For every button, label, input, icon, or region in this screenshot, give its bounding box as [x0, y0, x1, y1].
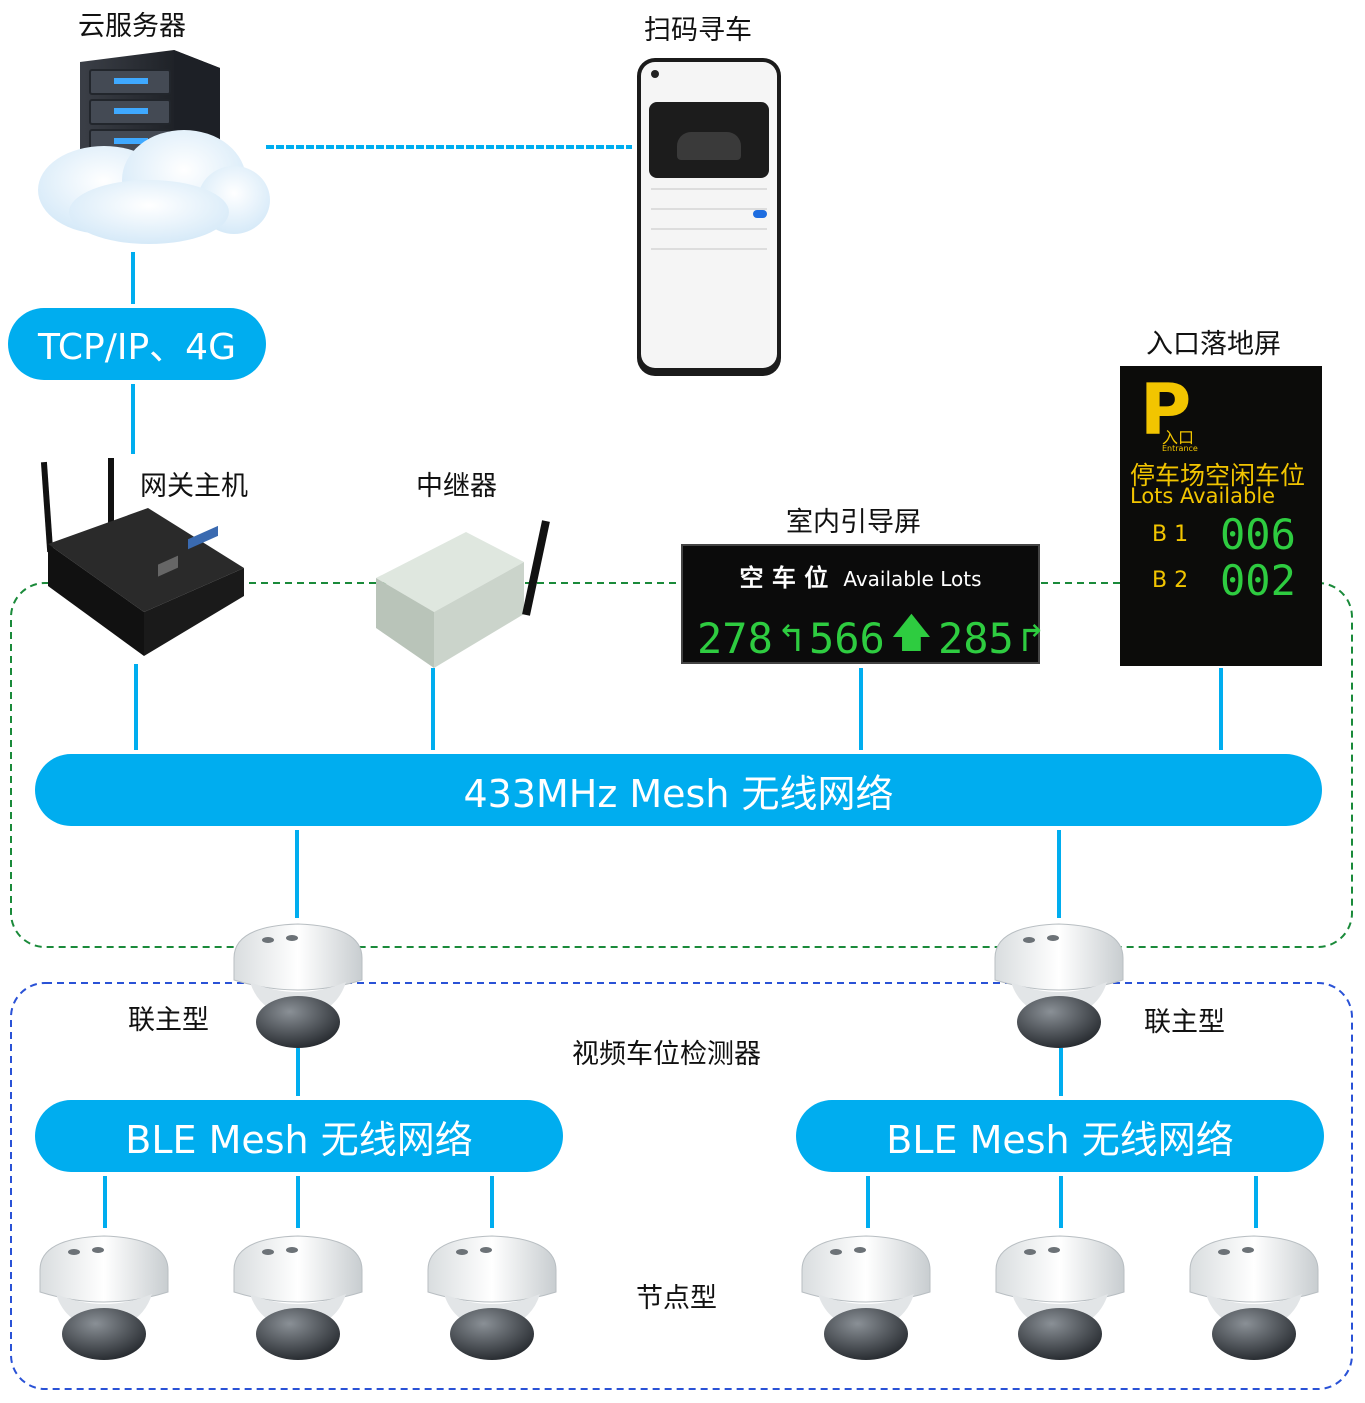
video-detector-label: 视频车位检测器 — [572, 1039, 761, 1070]
connector — [1219, 668, 1223, 750]
entrance-logo-en: Entrance — [1162, 444, 1198, 453]
ble-pill-right: BLE Mesh 无线网络 — [796, 1100, 1324, 1172]
master-camera-icon — [233, 923, 363, 1048]
cloud-server-icon — [38, 50, 270, 244]
count-straight: 566 — [808, 613, 885, 663]
entrance-title-en: Lots Available — [1130, 484, 1276, 508]
connector — [131, 252, 135, 304]
node-camera-icon — [1189, 1235, 1319, 1360]
gateway-icon — [40, 458, 244, 656]
phone-screen — [641, 62, 777, 368]
mesh433-pill: 433MHz Mesh 无线网络 — [35, 754, 1322, 826]
master-camera-icon — [994, 923, 1124, 1048]
connector — [866, 1176, 870, 1228]
scan-find-car-label: 扫码寻车 — [644, 15, 752, 46]
phone-mockup — [637, 58, 781, 376]
connector — [131, 384, 135, 454]
turn-left-arrow-icon: ↰ — [778, 615, 803, 661]
tcp-pill: TCP/IP、4G — [8, 308, 266, 380]
connector — [103, 1176, 107, 1228]
connector — [134, 664, 138, 750]
phone-list-row — [651, 188, 767, 190]
connector — [1059, 1048, 1063, 1096]
indoor-guide-screen: 空 车 位 Available Lots 278 ↰ 566 🡅 285 ↱ — [681, 544, 1044, 664]
connector — [1059, 1176, 1063, 1228]
turn-right-arrow-icon: ↱ — [1019, 615, 1044, 661]
node-camera-icon — [427, 1235, 557, 1360]
indoor-title-cn: 空 车 位 — [739, 564, 829, 592]
connector — [490, 1176, 494, 1228]
node-camera-icon — [995, 1235, 1125, 1360]
connector — [431, 668, 435, 750]
connector — [296, 1048, 300, 1096]
repeater-label: 中继器 — [416, 471, 497, 502]
cloud-server-label: 云服务器 — [78, 11, 186, 42]
connector — [296, 1176, 300, 1228]
entrance-logo-cn: 入口 — [1162, 428, 1195, 447]
car-silhouette — [677, 132, 741, 160]
node-camera-icon — [233, 1235, 363, 1360]
indoor-counts: 278 ↰ 566 🡅 285 ↱ — [697, 604, 1044, 672]
toggle-icon — [753, 210, 767, 218]
indoor-title-en: Available Lots — [843, 567, 982, 591]
phone-list-row — [651, 228, 767, 230]
phone-camera-dot — [651, 70, 659, 78]
parking-p-logo: P — [1140, 369, 1192, 451]
count-left: 278 — [697, 613, 773, 663]
count-right: 285 — [937, 613, 1014, 663]
repeater-icon — [376, 520, 550, 668]
indoor-screen-label: 室内引导屏 — [786, 507, 921, 538]
phone-list-row — [651, 208, 767, 210]
gateway-label: 网关主机 — [140, 471, 248, 502]
connector — [295, 830, 299, 918]
level-label-b1: B 1 — [1152, 522, 1189, 547]
node-type-label: 节点型 — [636, 1283, 717, 1314]
indoor-title-row: 空 车 位 Available Lots — [683, 558, 1038, 593]
ble-region — [10, 982, 1353, 1390]
ble-pill-left: BLE Mesh 无线网络 — [35, 1100, 563, 1172]
master-label-left: 联主型 — [128, 1005, 209, 1036]
entrance-title-cn: 停车场空闲车位 — [1130, 461, 1306, 490]
connector — [859, 668, 863, 750]
connector — [1057, 830, 1061, 918]
level-count-b1: 006 — [1220, 510, 1296, 559]
level-label-b2: B 2 — [1152, 568, 1189, 593]
entrance-screen-label: 入口落地屏 — [1146, 329, 1281, 360]
up-arrow-icon: 🡅 — [890, 610, 932, 656]
phone-list-row — [651, 248, 767, 250]
node-camera-icon — [801, 1235, 931, 1360]
master-label-right: 联主型 — [1144, 1007, 1225, 1038]
level-count-b2: 002 — [1220, 556, 1296, 605]
phone-car-card — [649, 102, 769, 178]
entrance-floor-screen: P 入口 Entrance 停车场空闲车位 Lots Available B 1… — [1120, 366, 1322, 666]
connector — [1254, 1176, 1258, 1228]
node-camera-icon — [39, 1235, 169, 1360]
